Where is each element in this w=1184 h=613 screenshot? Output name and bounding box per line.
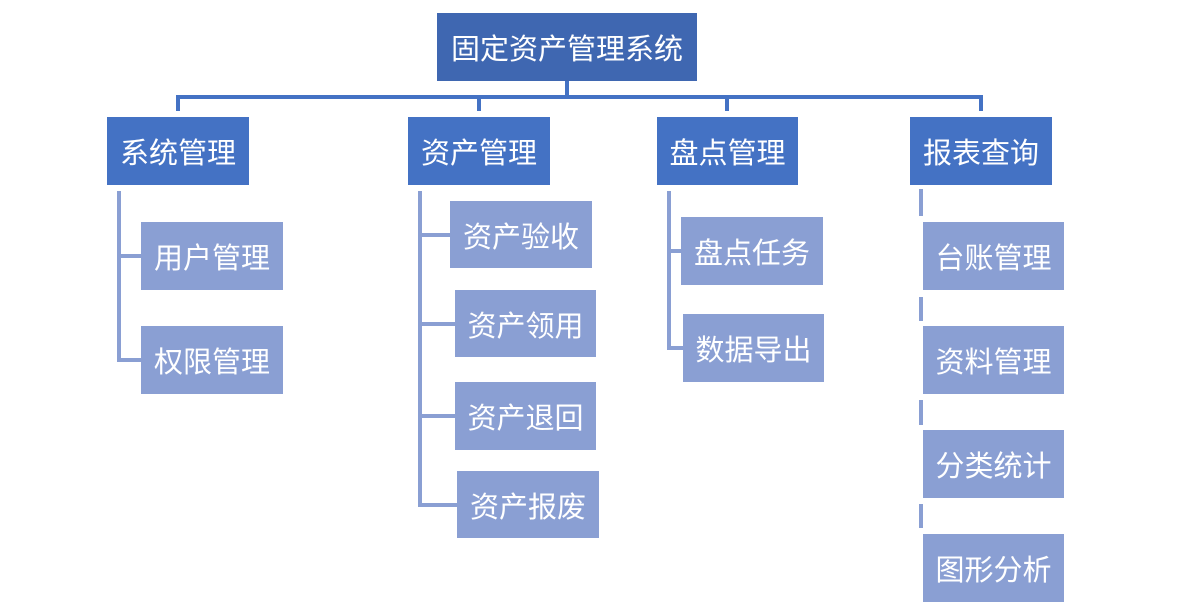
- col2-tick: [418, 233, 450, 237]
- leaf-node: 用户管理: [141, 222, 283, 290]
- col1-spine: [117, 191, 121, 362]
- col4-connector: [919, 504, 923, 528]
- branch-system-management: 系统管理: [107, 117, 249, 185]
- col2-tick: [418, 414, 455, 418]
- col4-connector: [919, 297, 923, 321]
- leaf-node: 资产验收: [450, 201, 592, 268]
- leaf-node: 资产领用: [455, 290, 596, 357]
- col2-tick: [418, 503, 457, 507]
- col2-spine: [418, 191, 422, 507]
- col3-tick: [667, 249, 681, 253]
- leaf-node: 权限管理: [141, 326, 283, 394]
- leaf-node: 数据导出: [683, 314, 824, 382]
- root-node: 固定资产管理系统: [437, 13, 697, 81]
- leaf-node: 图形分析: [923, 534, 1064, 602]
- leaf-node: 分类统计: [923, 430, 1064, 498]
- branch-drop-2: [477, 95, 481, 111]
- branch-drop-4: [979, 95, 983, 111]
- leaf-node: 资产报废: [457, 471, 599, 538]
- leaf-node: 资料管理: [923, 326, 1064, 394]
- branch-drop-3: [725, 95, 729, 111]
- branch-inventory-management: 盘点管理: [657, 117, 798, 185]
- col3-tick: [667, 346, 683, 350]
- leaf-node: 台账管理: [923, 222, 1064, 290]
- branch-drop-1: [176, 95, 180, 111]
- leaf-node: 盘点任务: [681, 217, 823, 285]
- leaf-node: 资产退回: [455, 382, 596, 450]
- branch-bus: [176, 95, 983, 99]
- branch-asset-management: 资产管理: [408, 117, 550, 185]
- col4-connector: [919, 189, 923, 216]
- col4-connector: [919, 400, 923, 425]
- branch-report-query: 报表查询: [910, 117, 1052, 185]
- col1-tick: [117, 358, 141, 362]
- root-stem: [565, 81, 569, 98]
- col3-spine: [667, 191, 671, 350]
- col1-tick: [117, 254, 141, 258]
- col2-tick: [418, 322, 455, 326]
